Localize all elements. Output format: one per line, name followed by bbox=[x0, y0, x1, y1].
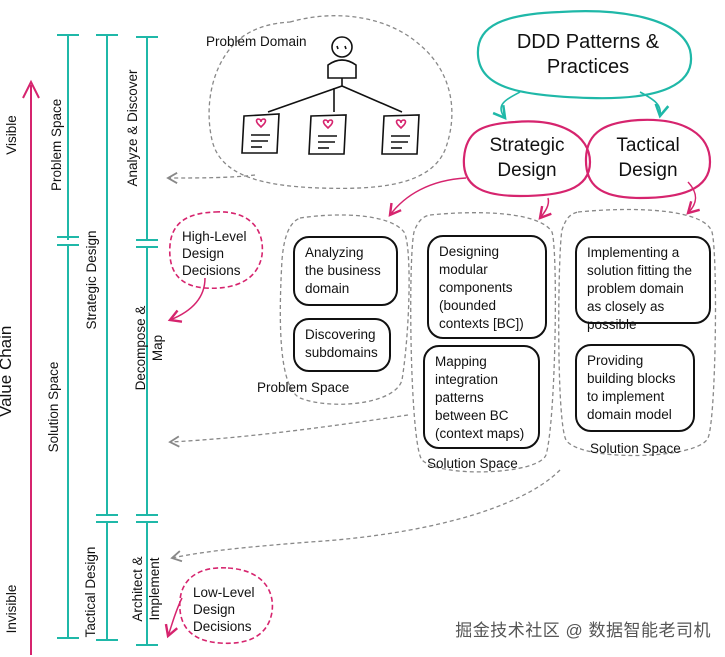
architect-bracket bbox=[136, 521, 158, 646]
tactical-design-column-label: Tactical Design bbox=[83, 546, 98, 638]
tactical-outline bbox=[584, 118, 712, 200]
problem-domain-label: Problem Domain bbox=[206, 34, 307, 49]
ddd-title: DDD Patterns & Practices bbox=[516, 31, 660, 78]
solution-space-arrow bbox=[168, 414, 409, 448]
problem-domain-arrow bbox=[166, 172, 256, 184]
tactical-design-bracket bbox=[96, 521, 118, 641]
strategic-design-bracket bbox=[96, 34, 118, 516]
analyzing-business-domain-box: Analyzing the business domain bbox=[293, 236, 398, 306]
strategic-to-solution-arrow bbox=[538, 197, 552, 220]
high-level-arrow bbox=[167, 277, 206, 323]
solution-space-caption-2: Solution Space bbox=[590, 441, 681, 456]
discovering-subdomains-box: Discovering subdomains bbox=[293, 318, 391, 372]
providing-building-blocks-box: Providing building blocks to implement d… bbox=[575, 344, 695, 432]
analyze-bracket bbox=[136, 36, 158, 241]
high-level-decisions-label: High-Level Design Decisions bbox=[182, 229, 247, 278]
watermark: 掘金技术社区 @ 数据智能老司机 bbox=[455, 621, 711, 640]
value-chain-arrow bbox=[22, 79, 40, 655]
strategic-outline bbox=[462, 120, 592, 198]
architect-implement-column-label: Architect & Implement bbox=[130, 556, 162, 622]
high-level-outline bbox=[168, 211, 264, 290]
solution-space-bracket bbox=[57, 244, 79, 639]
problem-space-bracket bbox=[57, 34, 79, 240]
visible-label: Visible bbox=[4, 115, 19, 155]
strategic-design-column-label: Strategic Design bbox=[84, 230, 99, 330]
implementing-solution-box: Implementing a solution fitting the prob… bbox=[575, 236, 711, 332]
analyze-discover-column-label: Analyze & Discover bbox=[125, 69, 140, 187]
designing-modular-components-box: Designing modular components (bounded co… bbox=[427, 235, 547, 339]
document-icon bbox=[308, 114, 347, 155]
strategic-title: Strategic Design bbox=[489, 135, 565, 181]
ddd-to-strategic-arrow bbox=[492, 91, 521, 121]
invisible-label: Invisible bbox=[4, 584, 19, 634]
decompose-bracket bbox=[136, 246, 158, 516]
tactical-to-solution-arrow bbox=[686, 181, 700, 215]
document-icon bbox=[381, 114, 420, 155]
user-icon bbox=[267, 36, 403, 113]
ddd-outline bbox=[476, 10, 693, 100]
low-level-outline bbox=[179, 567, 274, 645]
problem-space-column-label: Problem Space bbox=[49, 98, 64, 191]
solution-space-column-label: Solution Space bbox=[46, 361, 61, 453]
problem-space-caption: Problem Space bbox=[257, 380, 350, 395]
ddd-to-tactical-arrow bbox=[639, 91, 670, 119]
document-icon bbox=[241, 113, 280, 154]
tactical-title: Tactical Design bbox=[616, 135, 680, 181]
decompose-map-column-label: Decompose & Map bbox=[133, 305, 165, 391]
low-level-decisions-label: Low-Level Design Decisions bbox=[193, 585, 255, 634]
mapping-integration-patterns-box: Mapping integration patterns between BC … bbox=[423, 345, 540, 449]
problem-domain-outline bbox=[208, 15, 453, 189]
value-chain-label: Value Chain bbox=[0, 325, 15, 417]
strategic-to-problem-space-arrow bbox=[388, 177, 467, 217]
solution-space-group-1-outline bbox=[410, 212, 557, 473]
solution-space-caption-1: Solution Space bbox=[427, 456, 518, 471]
implementation-arrow bbox=[170, 469, 561, 563]
